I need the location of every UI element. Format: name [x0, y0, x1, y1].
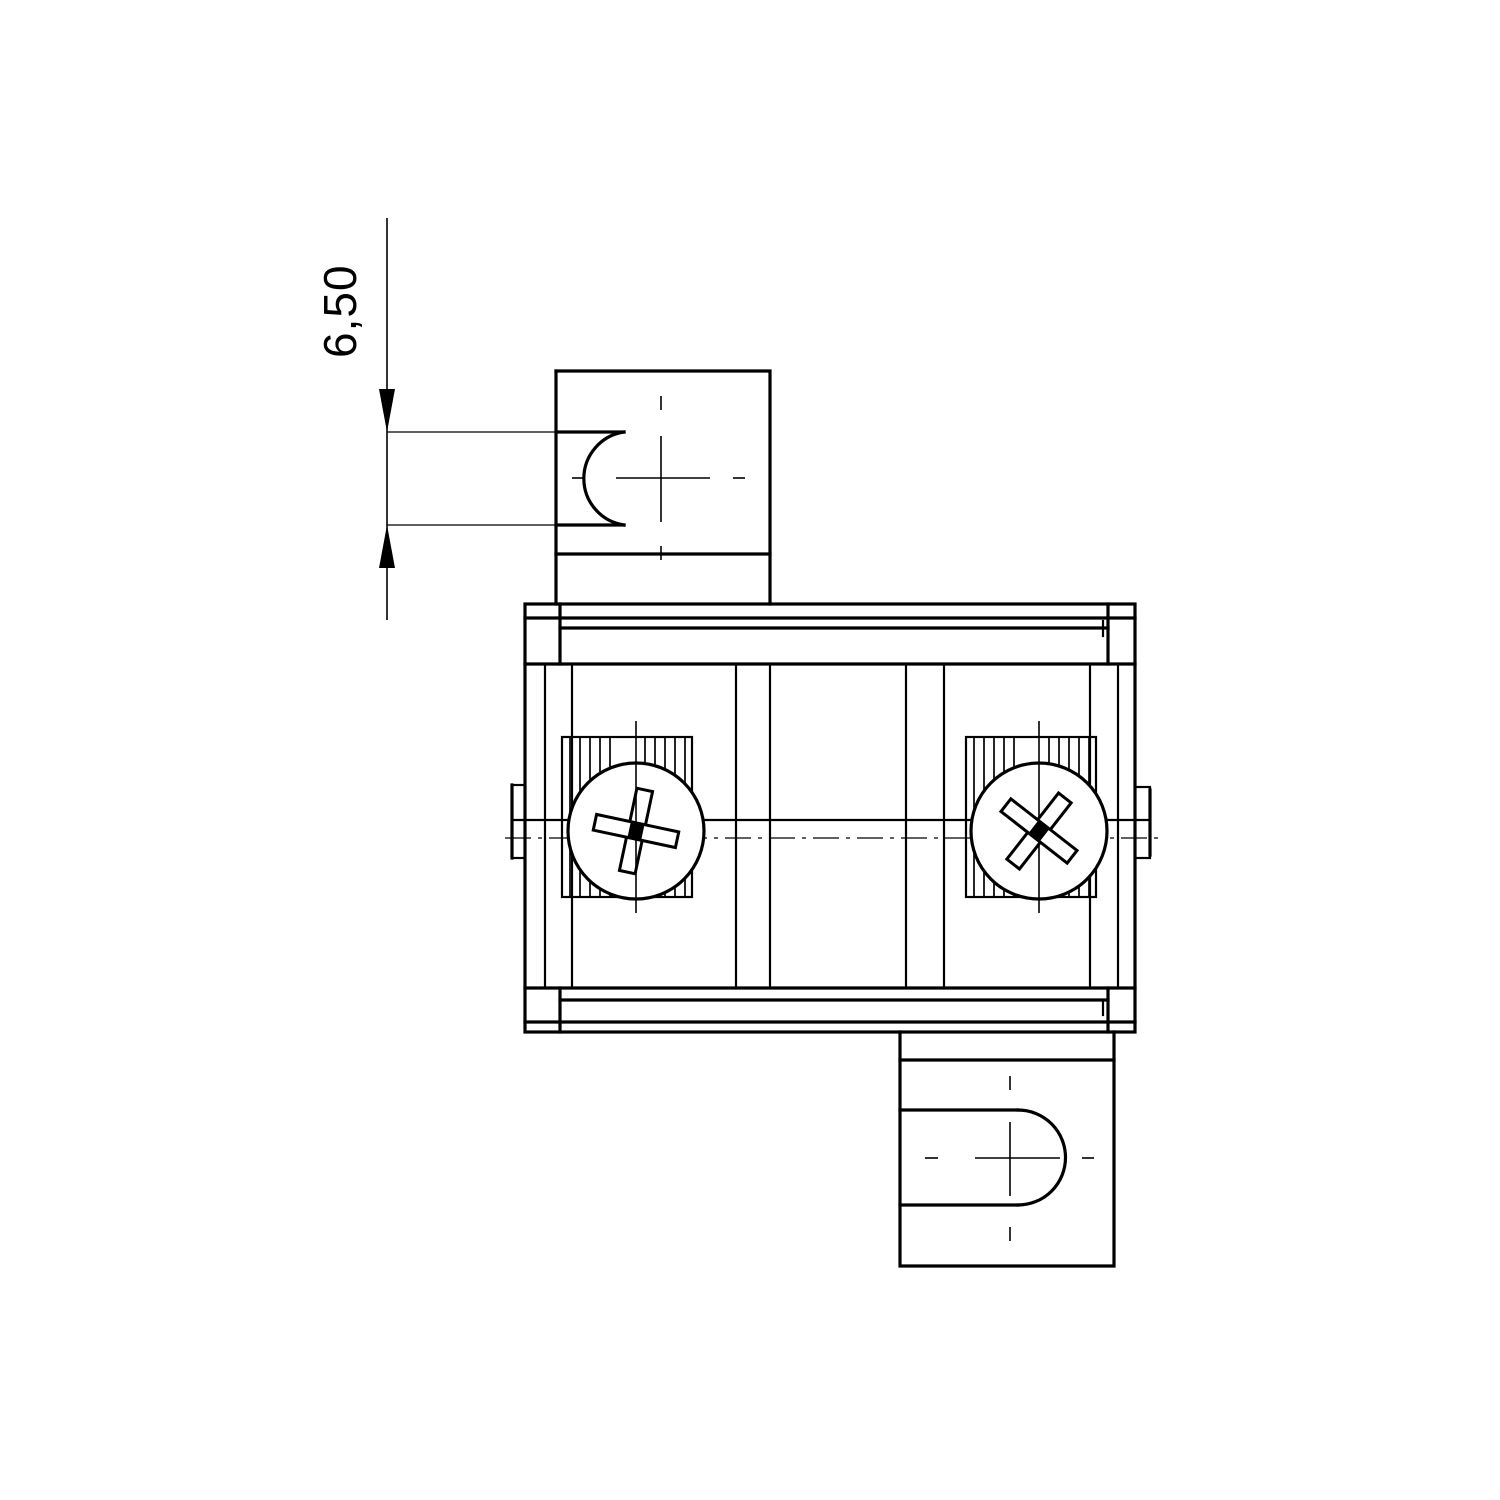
bottom-tab-outline — [898, 1030, 1116, 1268]
bottom-tab-u-slot-arc — [1016, 1108, 1068, 1207]
left-phillips-screw-assembly — [560, 721, 706, 913]
arrowhead-upper — [379, 389, 395, 432]
top-tab-outline-right — [554, 369, 772, 606]
dimension-value-text: 6,50 — [314, 264, 366, 358]
bottom-mounting-tab — [898, 1030, 1116, 1268]
top-mounting-tab — [554, 369, 772, 606]
right-edge-lug — [1133, 785, 1152, 860]
right-phillips-screw-assembly — [964, 721, 1109, 913]
dimension-6-50: 6,50 — [314, 218, 575, 620]
arrowhead-lower — [379, 525, 395, 568]
